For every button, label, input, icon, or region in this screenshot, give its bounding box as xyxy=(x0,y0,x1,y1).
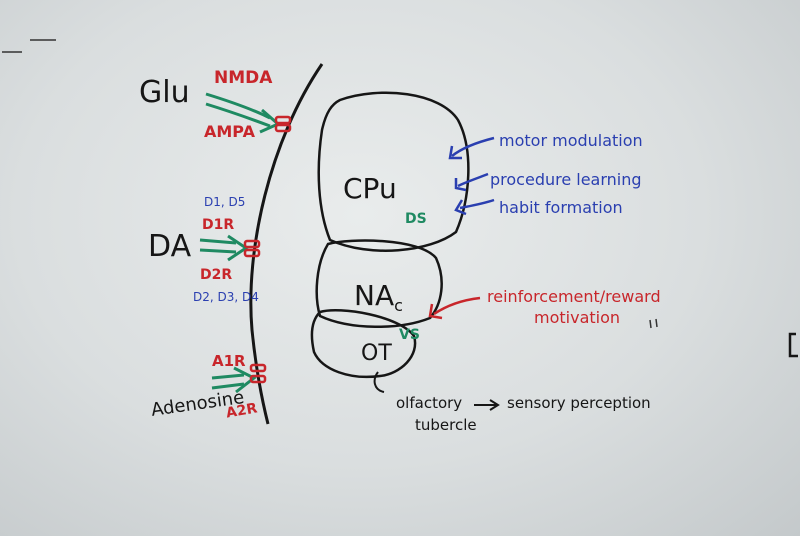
edge-mark xyxy=(788,332,798,358)
adenosine-arrow-head xyxy=(233,366,257,394)
motor-modulation-text: motor modulation xyxy=(499,131,643,150)
nac-main-text: NA xyxy=(354,279,395,312)
da-arrow-top xyxy=(199,238,237,245)
glu-arrow-bottom xyxy=(205,102,271,128)
ds-label: DS xyxy=(405,211,427,227)
adenosine-arrow-top xyxy=(211,373,245,380)
habit-formation-text: habit formation xyxy=(499,198,623,217)
a1r-label: A1R xyxy=(212,352,246,370)
nac-region-outline xyxy=(315,239,443,328)
ot-pointer-line xyxy=(373,371,385,393)
vs-label: VS xyxy=(399,327,420,343)
tubercle-text: tubercle xyxy=(415,416,477,434)
blue-pointer-arrows xyxy=(448,136,495,216)
d1-d5-label: D1, D5 xyxy=(204,195,246,209)
ampa-label: AMPA xyxy=(204,122,255,141)
receptor-marks-glu xyxy=(274,115,292,133)
motivation-text: motivation xyxy=(534,308,621,327)
olfactory-arrow xyxy=(474,399,500,411)
receptor-marks-da xyxy=(243,239,261,258)
stray-marks xyxy=(2,39,56,53)
olfactory-text: olfactory xyxy=(396,394,463,412)
procedure-learning-text: procedure learning xyxy=(490,170,642,189)
sensory-perception-text: sensory perception xyxy=(507,394,651,412)
receptor-marks-adenosine xyxy=(249,363,267,384)
da-arrow-bottom xyxy=(199,248,237,254)
cpu-label: CPu xyxy=(343,172,397,205)
d2r-label: D2R xyxy=(200,267,233,283)
da-label: DA xyxy=(148,229,192,264)
glu-label: Glu xyxy=(139,75,190,110)
da-arrow-head xyxy=(227,234,249,262)
d2-d3-d4-label: D2, D3, D4 xyxy=(193,290,259,304)
glu-arrow-top xyxy=(205,92,271,120)
nac-label: NAc xyxy=(354,282,403,314)
reinforcement-reward-text: reinforcement/reward xyxy=(487,287,661,306)
nmda-label: NMDA xyxy=(214,68,273,88)
adenosine-arrow-bottom xyxy=(211,382,245,390)
ot-region-outline xyxy=(310,309,417,379)
d1r-label: D1R xyxy=(202,217,235,233)
red-pointer-arrow xyxy=(428,296,481,320)
ot-label: OT xyxy=(361,341,392,366)
nac-sub-text: c xyxy=(394,296,403,315)
stray-marks-right xyxy=(649,318,658,329)
